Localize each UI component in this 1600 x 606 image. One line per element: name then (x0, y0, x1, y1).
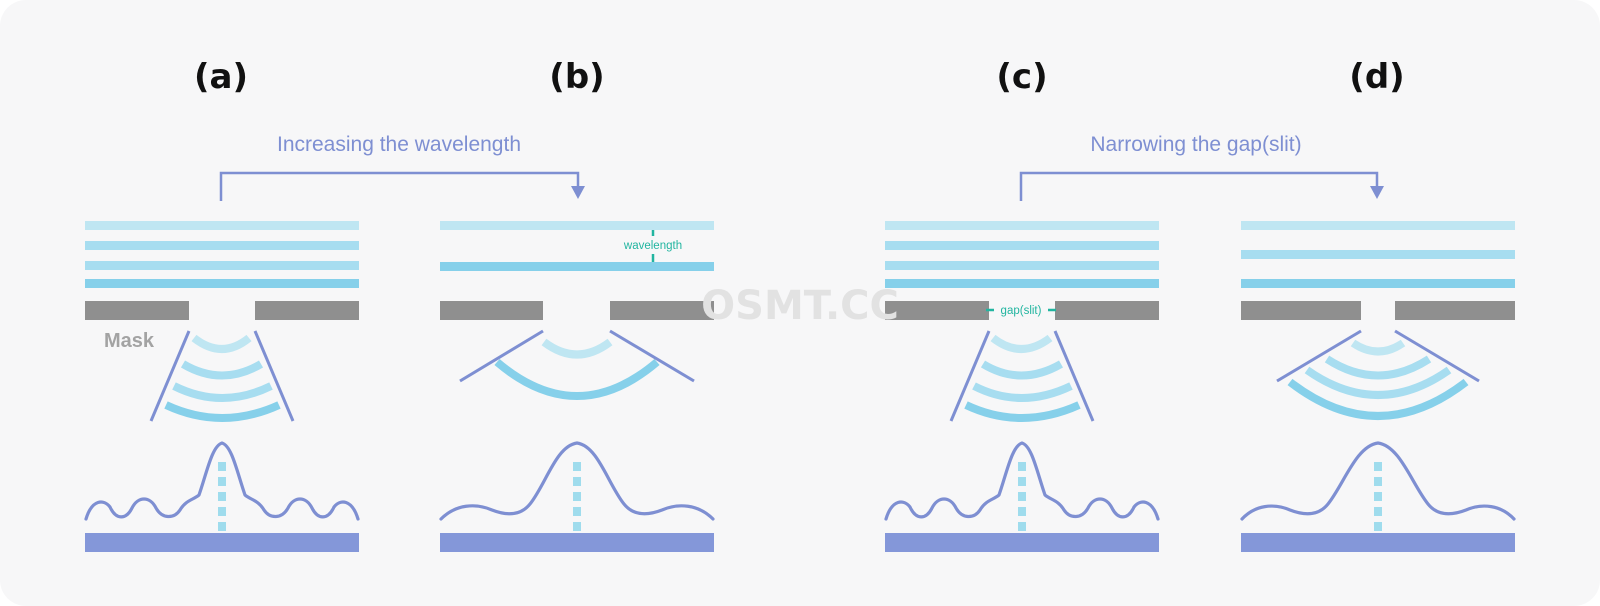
panel-b: wavelength (439, 221, 715, 552)
intensity-pattern-a (84, 441, 360, 552)
arrow-a-to-b (219, 171, 585, 201)
panel-label-b: (b) (549, 57, 604, 97)
panel-a: Mask (84, 221, 360, 552)
spread-lines-c (949, 330, 1095, 422)
wavefront (885, 261, 1159, 270)
diffracted-waves-a (164, 334, 281, 422)
intensity-pattern-c (884, 441, 1160, 552)
wavelength-marker: wavelength (623, 230, 682, 262)
panel-c: gap(slit) (884, 221, 1160, 552)
spread-lines-a (149, 330, 295, 422)
screen (1241, 533, 1515, 552)
spread-lines-d (1276, 329, 1480, 383)
intensity-pattern-b (439, 441, 715, 552)
wavefront (440, 221, 714, 230)
wavefront (85, 261, 359, 270)
wavefront (85, 279, 359, 288)
screen (85, 533, 359, 552)
mask-d (1241, 301, 1515, 320)
mask-a (85, 301, 359, 320)
mask-label: Mask (104, 330, 155, 352)
arrow-caption-wavelength: Increasing the wavelength (277, 133, 521, 156)
mask-b (440, 301, 714, 320)
incident-waves-c (885, 221, 1159, 288)
wavefront (1241, 279, 1515, 288)
wavefront (1241, 221, 1515, 230)
mask-c (885, 301, 1159, 320)
watermark: OSMT.CC (701, 283, 899, 329)
diffracted-waves-d (1287, 339, 1469, 420)
wavefront (885, 279, 1159, 288)
panel-label-d: (d) (1349, 57, 1404, 97)
gap-marker: gap(slit) (986, 305, 1056, 317)
wavefront (1241, 250, 1515, 259)
screen (440, 533, 714, 552)
wavefront (85, 241, 359, 250)
incident-waves-d (1241, 221, 1515, 288)
panel-d (1240, 221, 1516, 552)
diffracted-waves-c (964, 334, 1081, 422)
panel-label-c: (c) (996, 57, 1047, 97)
incident-waves-a (85, 221, 359, 288)
spread-lines-b (459, 329, 695, 383)
wavefront (85, 221, 359, 230)
panel-label-a: (a) (194, 57, 248, 97)
incident-waves-b (440, 221, 714, 271)
wavelength-label: wavelength (623, 240, 682, 252)
screen (885, 533, 1159, 552)
wavefront (885, 221, 1159, 230)
arrow-caption-gap: Narrowing the gap(slit) (1090, 133, 1301, 156)
wavefront (885, 241, 1159, 250)
arrow-c-to-d (1019, 171, 1384, 201)
wavefront (440, 262, 714, 271)
intensity-pattern-d (1240, 441, 1516, 552)
gap-label: gap(slit) (1001, 305, 1042, 317)
diffracted-waves-b (494, 338, 660, 400)
